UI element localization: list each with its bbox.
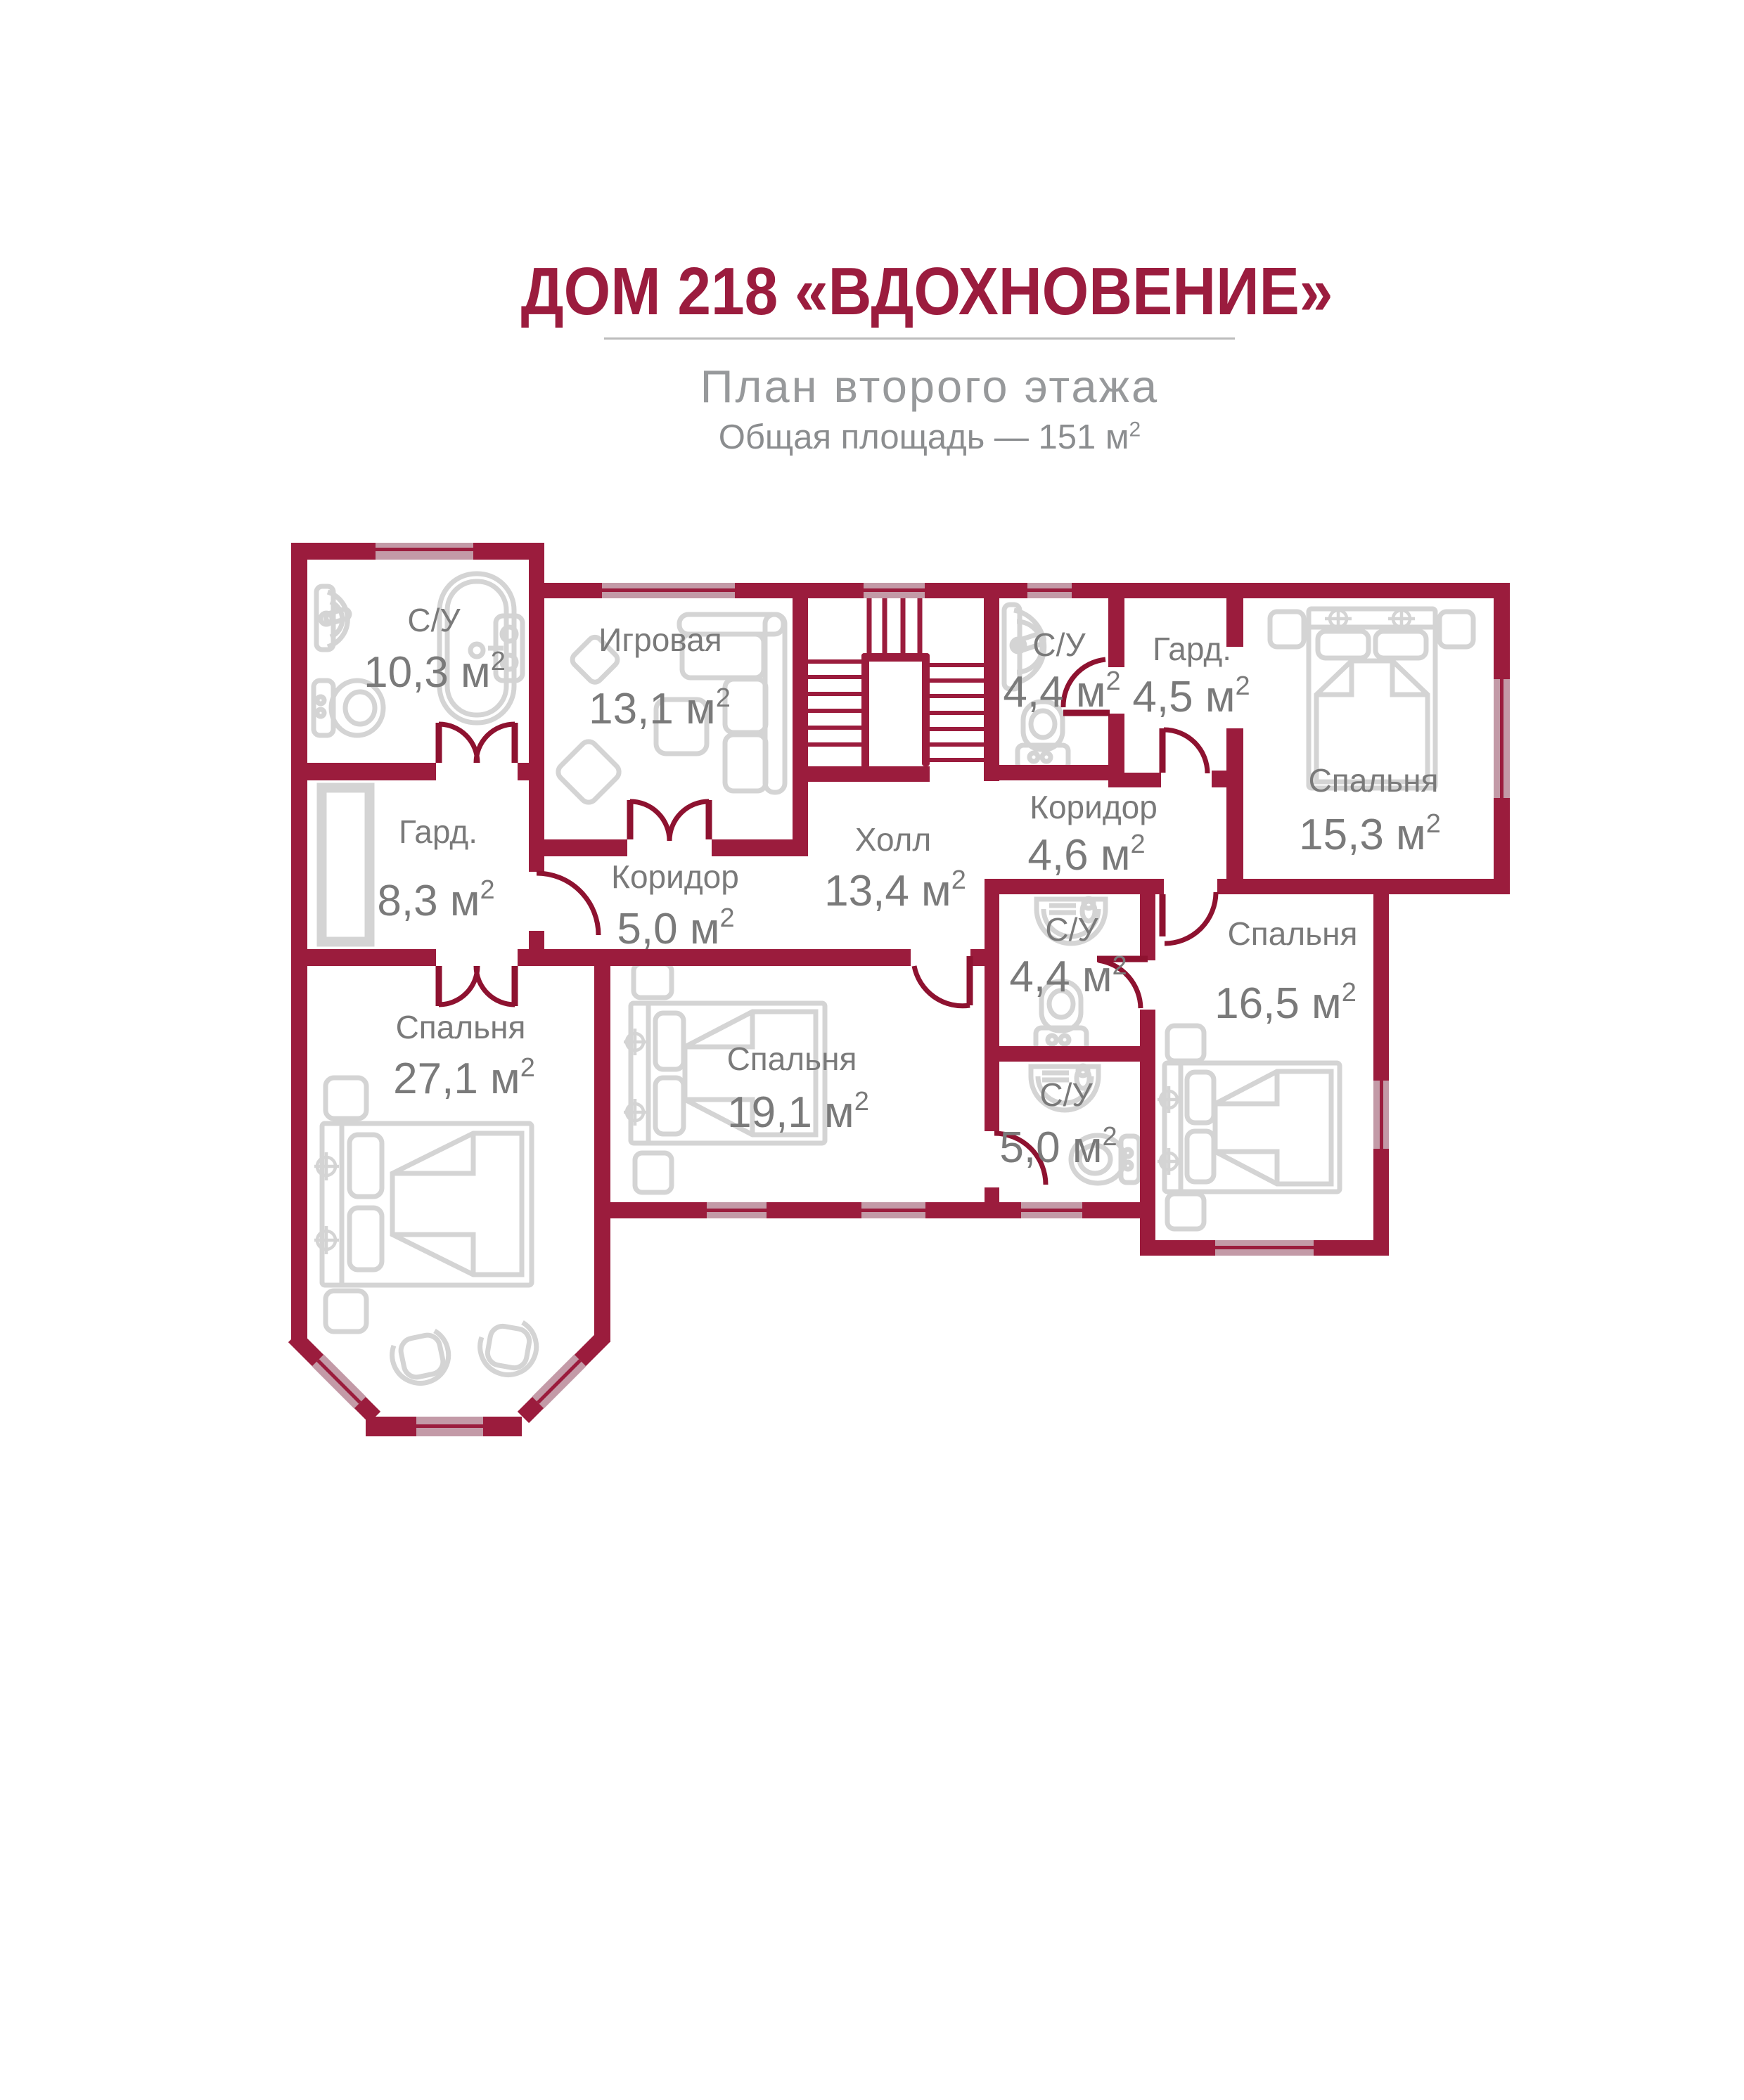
svg-text:Коридор: Коридор <box>611 858 739 895</box>
svg-text:15,3 м2: 15,3 м2 <box>1299 809 1441 859</box>
svg-text:С/У: С/У <box>407 602 461 638</box>
svg-text:С/У: С/У <box>1039 1076 1093 1113</box>
svg-text:8,3 м2: 8,3 м2 <box>377 875 494 925</box>
svg-text:Гард.: Гард. <box>399 813 477 850</box>
svg-text:С/У: С/У <box>1045 911 1098 948</box>
svg-text:27,1 м2: 27,1 м2 <box>393 1053 535 1103</box>
svg-text:Игровая: Игровая <box>598 621 722 658</box>
svg-text:4,4 м2: 4,4 м2 <box>1009 951 1127 1001</box>
svg-text:Гард.: Гард. <box>1153 631 1231 667</box>
svg-text:10,3 м2: 10,3 м2 <box>364 647 506 697</box>
svg-text:Спальня: Спальня <box>1228 915 1358 952</box>
svg-text:Спальня: Спальня <box>727 1041 857 1077</box>
svg-text:4,6 м2: 4,6 м2 <box>1027 830 1145 880</box>
svg-text:19,1 м2: 19,1 м2 <box>727 1087 869 1137</box>
svg-text:Спальня: Спальня <box>396 1009 526 1045</box>
svg-text:5,0 м2: 5,0 м2 <box>999 1122 1117 1172</box>
svg-text:4,4 м2: 4,4 м2 <box>1003 666 1120 716</box>
svg-text:13,4 м2: 13,4 м2 <box>824 865 966 915</box>
svg-text:5,0 м2: 5,0 м2 <box>617 903 734 953</box>
svg-text:Спальня: Спальня <box>1309 762 1439 799</box>
svg-text:13,1 м2: 13,1 м2 <box>589 683 731 733</box>
svg-text:4,5 м2: 4,5 м2 <box>1132 671 1250 721</box>
svg-text:Коридор: Коридор <box>1030 789 1158 825</box>
svg-text:С/У: С/У <box>1032 626 1086 663</box>
svg-text:16,5 м2: 16,5 м2 <box>1214 978 1357 1028</box>
svg-text:Холл: Холл <box>855 821 931 858</box>
